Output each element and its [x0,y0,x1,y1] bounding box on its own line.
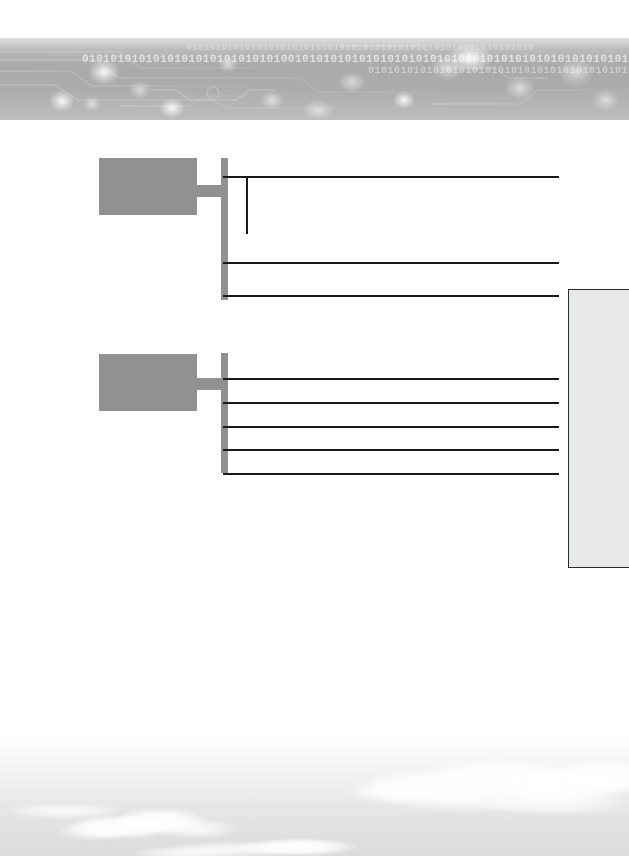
banner-binary-row-middle: 0101010101010101010101010101001010101010… [82,54,629,66]
banner-binary-row-top: 0101010101010101010101010101010101010101… [186,43,535,53]
side-note-panel-text [575,296,629,561]
section-label-box-1[interactable] [99,158,197,215]
field-rule-line[interactable] [223,176,559,178]
circuit-traces-graphic [0,43,629,120]
connector-rail-2 [221,353,228,473]
connector-stem-1 [195,185,221,197]
connector-stem-2 [195,378,221,390]
field-rule-line[interactable] [223,295,559,297]
field-rule-line[interactable] [223,473,559,475]
header-banner-image: 0101010101010101010101010101010101010101… [0,38,629,120]
field-rule-line[interactable] [223,449,559,451]
field-rule-line[interactable] [223,378,559,380]
cloud-sky-footer-image [0,735,629,856]
column-divider-icon [246,177,248,234]
banner-binary-row-bottom: 0101010101010101010101010101010101010101… [368,66,629,77]
side-note-panel[interactable] [568,289,629,568]
cloud-graphic [6,759,629,856]
field-rule-line[interactable] [223,426,559,428]
connector-rail-1 [221,158,228,300]
field-rule-line[interactable] [223,402,559,404]
field-rule-line[interactable] [223,262,559,264]
section-label-box-2[interactable] [99,354,197,411]
